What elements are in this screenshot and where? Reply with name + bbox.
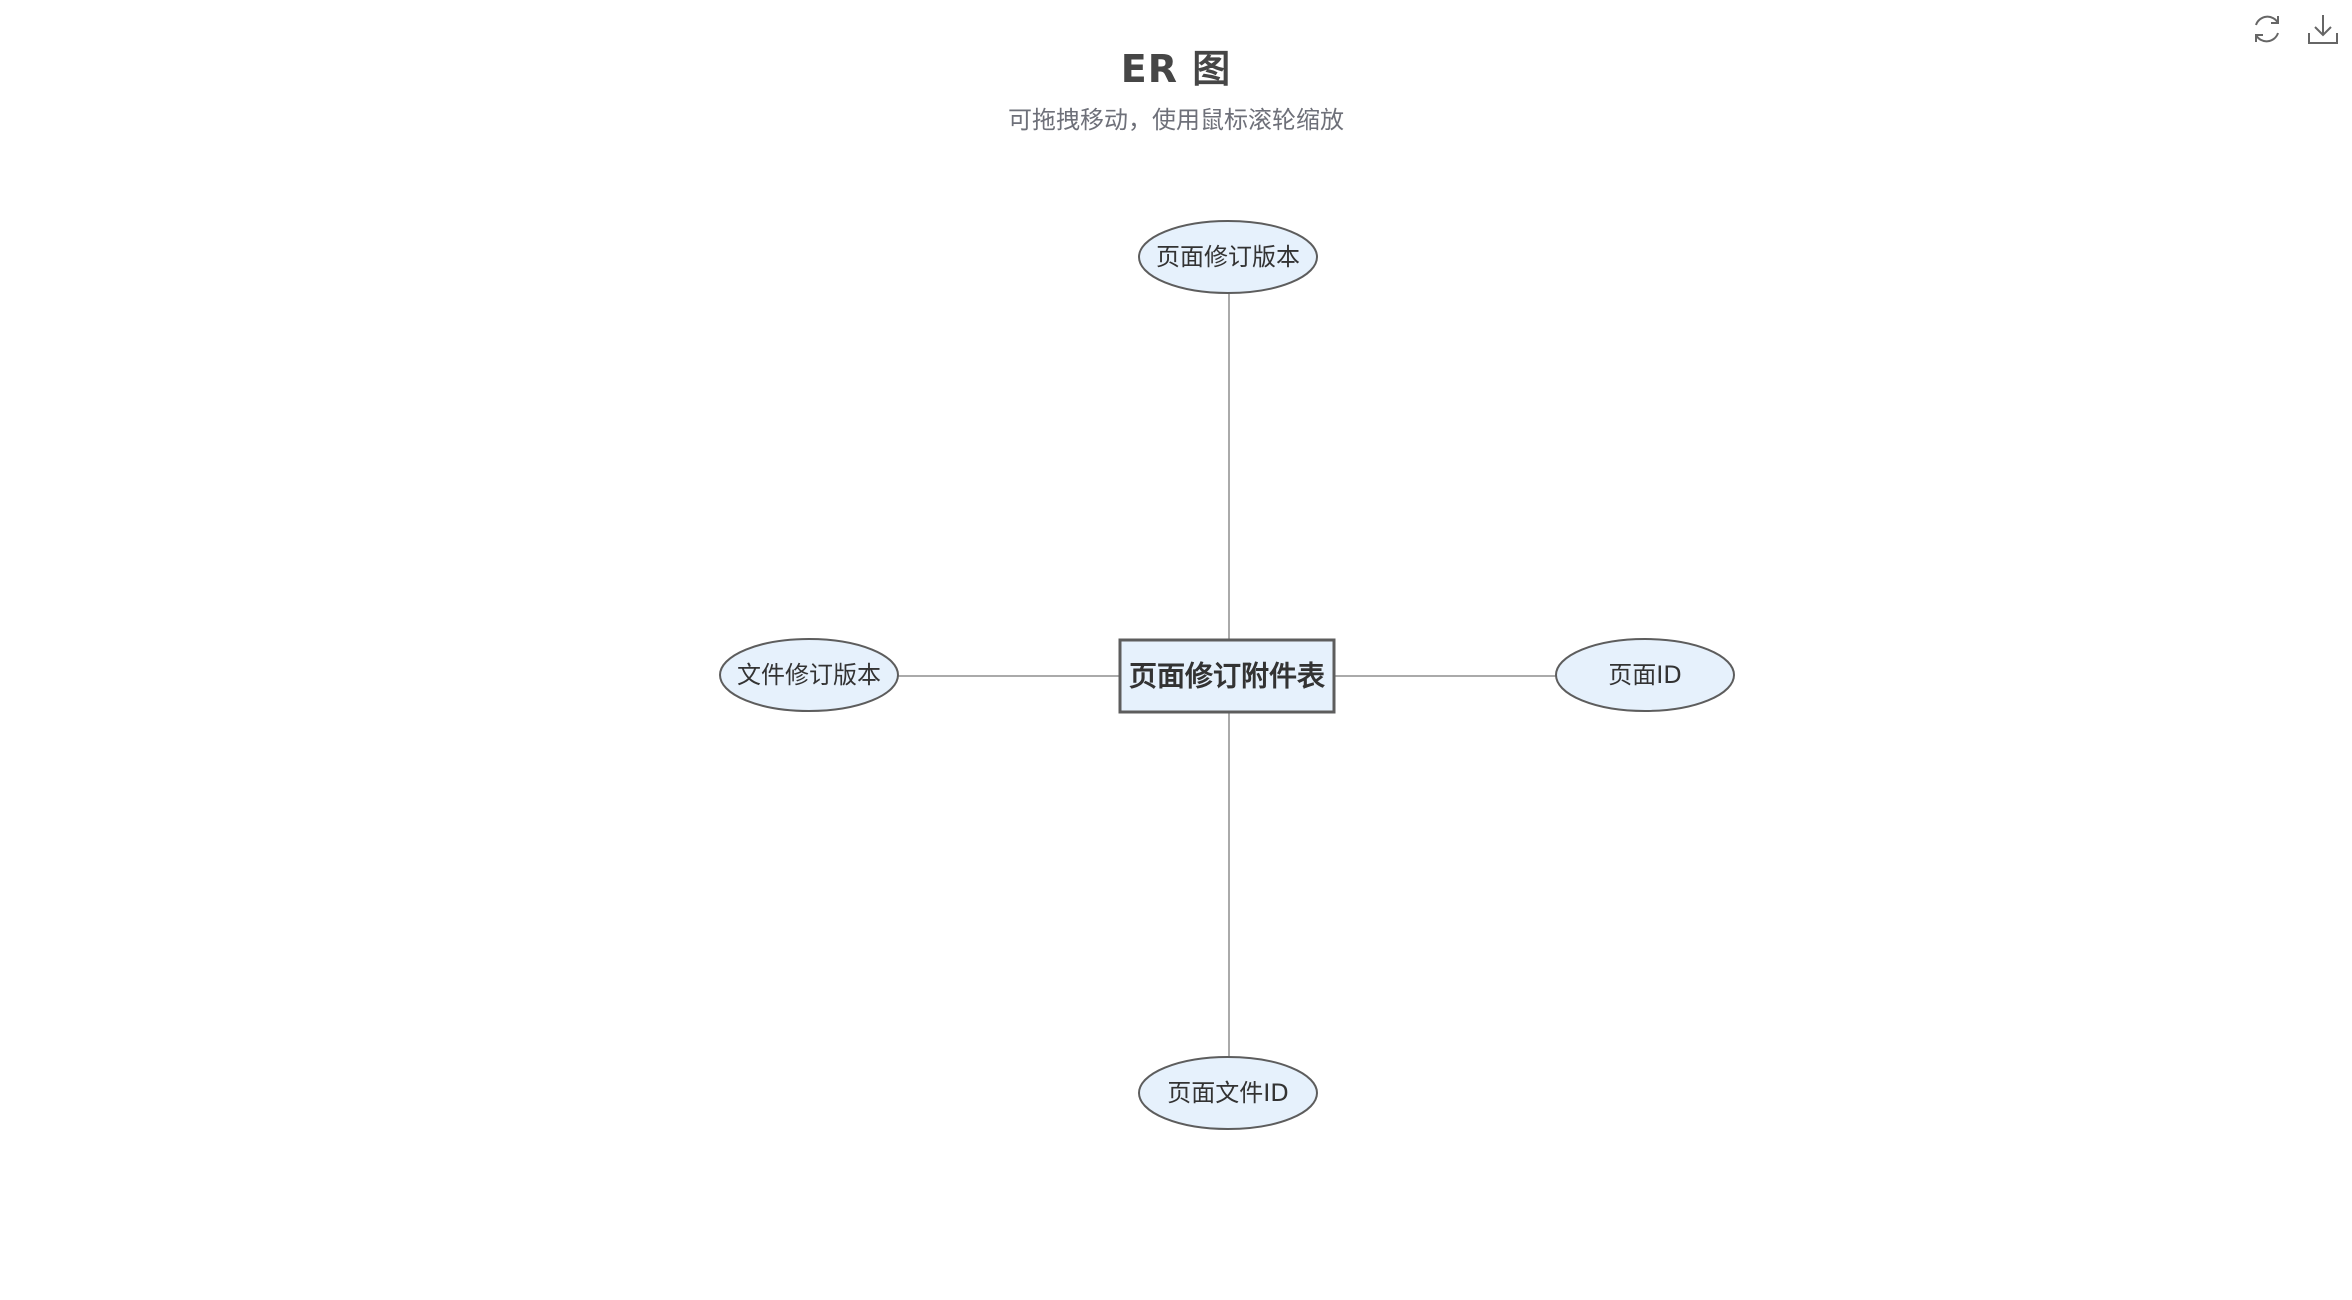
attribute-node[interactable]: 页面文件ID [1138, 1056, 1318, 1130]
entity-node[interactable]: 页面修订附件表 [1118, 638, 1336, 714]
attribute-node[interactable]: 页面ID [1555, 638, 1735, 712]
attribute-label: 页面修订版本 [1156, 243, 1300, 271]
attribute-node[interactable]: 页面修订版本 [1138, 220, 1318, 294]
restore-button[interactable] [2248, 10, 2286, 48]
save-image-button[interactable] [2304, 10, 2342, 48]
attribute-node[interactable]: 文件修订版本 [719, 638, 899, 712]
attribute-label: 页面文件ID [1167, 1079, 1289, 1107]
attribute-label: 文件修订版本 [737, 661, 881, 689]
toolbox [2248, 10, 2342, 48]
refresh-icon [2255, 15, 2279, 43]
chart-title: ER 图 [1120, 47, 1232, 91]
download-icon [2308, 15, 2338, 44]
entity-label: 页面修订附件表 [1129, 660, 1325, 693]
attribute-label: 页面ID [1608, 661, 1682, 689]
chart-subtitle: 可拖拽移动，使用鼠标滚轮缩放 [1008, 106, 1344, 134]
